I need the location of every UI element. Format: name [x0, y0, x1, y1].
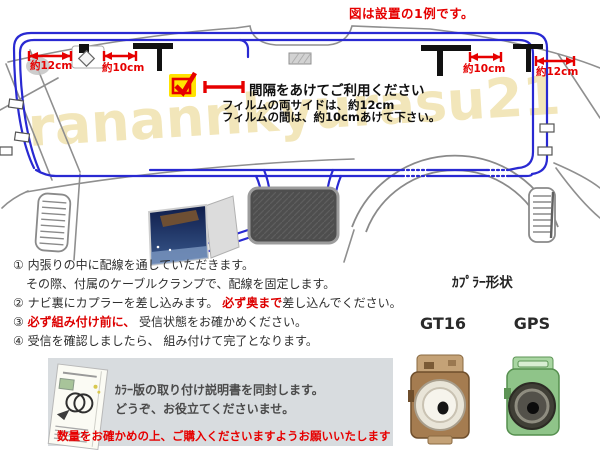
gt16-connector-label: GT16	[419, 314, 467, 333]
dim-label-right-side: 約12cm	[536, 66, 579, 78]
step1-cont-text: その際、付属のケーブルクランプで、配線を固定します。	[26, 277, 336, 291]
step2-text: ② ナビ裏にカプラーを差し込みます。	[13, 296, 223, 310]
gps-connector-photo	[504, 356, 560, 436]
cable-clips	[0, 98, 555, 156]
instruction-step-2: ② ナビ裏にカプラーを差し込みます。 必ず奥まで差し込んでください。	[13, 294, 402, 313]
step2-tail-text: 差し込んでください。	[282, 296, 402, 310]
legend-spacing-arrow	[203, 81, 245, 93]
step1-text: ① 内張りの中に配線を通していただきます。	[13, 258, 255, 272]
dash-compartment-box	[247, 186, 340, 245]
dim-arrow-right-side	[534, 56, 576, 66]
dim-label-left-side: 約12cm	[30, 60, 73, 72]
manual-booklet-image	[47, 363, 109, 450]
steering-wheel	[351, 154, 559, 233]
film-note-gap: フィルムの間は、約10cmあけて下さい。	[222, 110, 441, 124]
dimension-arrows	[27, 51, 576, 93]
dim-label-left-gap: 約10cm	[102, 62, 145, 74]
film-note-sides: フィルムの両サイドは、約12cm	[222, 98, 395, 112]
manual-note-line2: どうぞ、お役立てくださいませ。	[115, 402, 295, 416]
dim-arrow-left-gap	[102, 51, 138, 61]
step4-text: ④ 受信を確認しましたら、 組み付けて完了となります。	[13, 334, 318, 348]
instruction-step-3: ③ 必ず組み付け前に、 受信状態をお確かめください。	[13, 313, 402, 332]
antenna-film-elements	[71, 43, 543, 76]
left-air-vent	[34, 192, 72, 253]
gps-connector-label: GPS	[513, 314, 551, 333]
manual-note-line1: ｶﾗｰ版の取り付け説明書を同封します。	[115, 383, 324, 397]
dim-label-right-gap: 約10cm	[463, 63, 506, 75]
mirror-mount	[288, 52, 312, 65]
nav-unit	[147, 195, 240, 267]
right-air-vent	[528, 187, 556, 243]
step3-number: ③	[13, 315, 28, 329]
step3-tail-text: 受信状態をお確かめください。	[135, 315, 308, 329]
step3-warning-text: 必ず組み付け前に、	[27, 315, 136, 329]
side-mirror-sketch	[26, 57, 50, 75]
instruction-step-1-cont: その際、付属のケーブルクランプで、配線を固定します。	[13, 275, 402, 294]
instruction-step-4: ④ 受信を確認しましたら、 組み付けて完了となります。	[13, 332, 402, 351]
top-notice: 図は設置の1例です。	[349, 6, 474, 21]
spacing-note: 間隔をあけてご利用ください	[249, 83, 425, 99]
quantity-warning: 数量をお確かめの上、ご購入くださいますようお願いいたします	[57, 429, 391, 443]
install-instructions: ① 内張りの中に配線を通していただきます。 その際、付属のケーブルクランプで、配…	[13, 256, 402, 351]
dim-arrow-right-gap	[468, 52, 503, 62]
instruction-step-1: ① 内張りの中に配線を通していただきます。	[13, 256, 402, 275]
checkbox-icon	[169, 71, 197, 97]
coupler-section-title: ｶﾌﾟﾗｰ形状	[452, 275, 513, 291]
step2-warning-text: 必ず奥まで	[222, 296, 283, 310]
dim-arrow-left-side	[27, 51, 73, 61]
gt16-connector-photo	[408, 354, 470, 445]
